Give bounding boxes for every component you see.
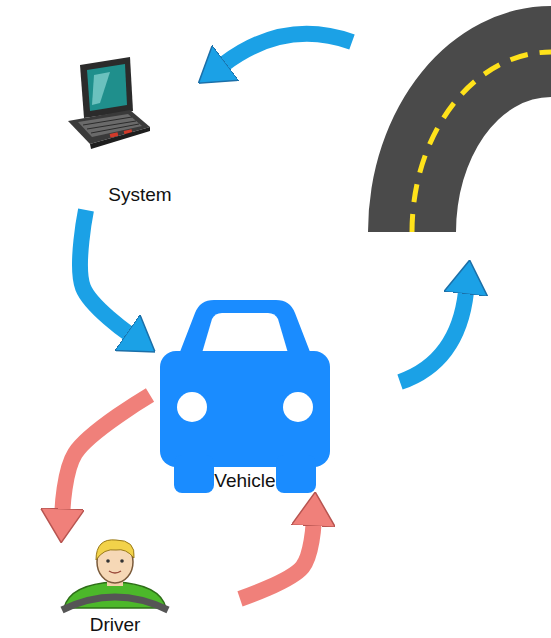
car-wheel xyxy=(276,455,316,493)
car-window xyxy=(202,313,288,353)
driver-hair xyxy=(96,540,134,560)
flow-arrow xyxy=(80,210,129,334)
road-curve xyxy=(368,6,551,232)
driver-mouth xyxy=(109,571,121,573)
driver-node: Driver xyxy=(40,540,240,638)
key-row xyxy=(87,121,136,129)
car-headlight xyxy=(177,392,207,422)
steering-wheel xyxy=(62,597,168,610)
vehicle-node: Vehicle xyxy=(150,295,340,495)
driver-eye xyxy=(120,559,124,563)
screen-glare xyxy=(92,72,110,105)
feedback-arrow xyxy=(224,34,352,64)
motion-arrow xyxy=(400,292,466,382)
node-label: System xyxy=(50,183,230,207)
driver-eye xyxy=(106,559,110,563)
car-icon xyxy=(150,295,340,495)
flow-arrow xyxy=(62,395,150,511)
road-centerline xyxy=(412,52,551,232)
car-body xyxy=(160,351,330,467)
node-label: Driver xyxy=(60,613,170,637)
node-label: Vehicle xyxy=(150,469,340,493)
key-row xyxy=(83,117,132,125)
laptop-edge xyxy=(90,127,150,149)
car-headlight xyxy=(283,392,313,422)
system-node: System xyxy=(50,55,230,210)
laptop-screen xyxy=(87,64,127,111)
car-cabin xyxy=(178,300,312,357)
car-wheel xyxy=(174,455,214,493)
laptop-lid xyxy=(80,57,133,118)
flow-arrow xyxy=(240,524,314,599)
